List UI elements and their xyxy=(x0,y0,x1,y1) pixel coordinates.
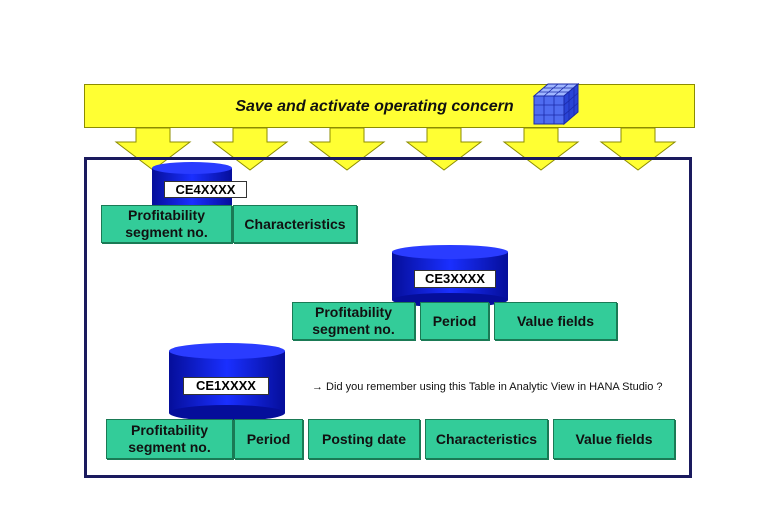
field-characteristics: Characteristics xyxy=(425,419,548,459)
table-name-ce1: CE1XXXX xyxy=(183,377,269,395)
field-period: Period xyxy=(420,302,489,340)
tables-frame xyxy=(84,157,692,478)
field-characteristics: Characteristics xyxy=(233,205,357,243)
arrow-down-icon xyxy=(502,127,580,171)
table-name-ce4: CE4XXXX xyxy=(164,181,247,198)
database-cylinder-icon xyxy=(392,245,508,307)
field-posting-date: Posting date xyxy=(308,419,420,459)
field-period: Period xyxy=(234,419,303,459)
banner-title: Save and activate operating concern xyxy=(235,98,514,115)
arrow-down-icon xyxy=(308,127,386,171)
arrow-down-icon xyxy=(114,127,192,171)
field-value-fields: Value fields xyxy=(553,419,675,459)
arrow-down-icon xyxy=(599,127,677,171)
hana-studio-note: → Did you remember using this Table in A… xyxy=(312,381,663,393)
field-profitability-segment: Profitability segment no. xyxy=(106,419,233,459)
arrow-down-icon xyxy=(405,127,483,171)
data-cube-icon xyxy=(532,82,580,126)
table-name-ce3: CE3XXXX xyxy=(414,270,496,288)
field-profitability-segment: Profitability segment no. xyxy=(292,302,415,340)
arrow-down-icon xyxy=(211,127,289,171)
operating-concern-banner: Save and activate operating concern xyxy=(84,84,695,128)
field-profitability-segment: Profitability segment no. xyxy=(101,205,232,243)
field-value-fields: Value fields xyxy=(494,302,617,340)
